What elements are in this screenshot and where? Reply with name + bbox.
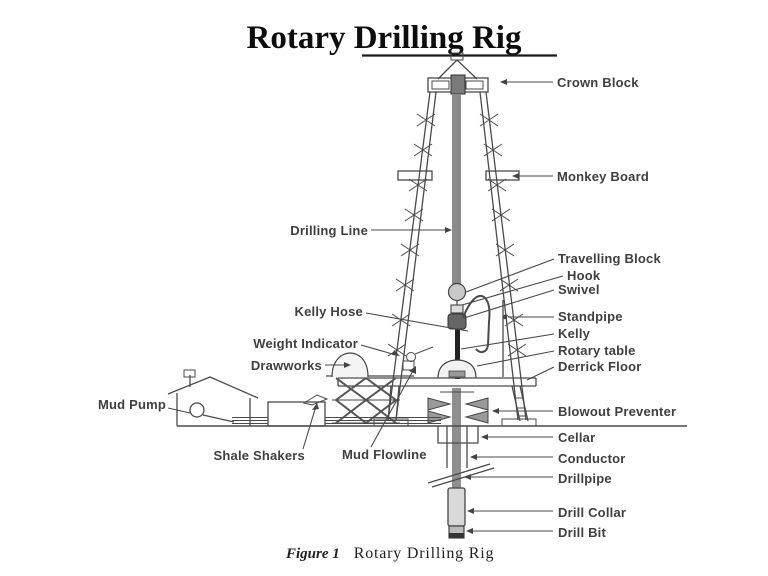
- label-rotary-table: Rotary table: [558, 343, 636, 358]
- label-drill-collar: Drill Collar: [558, 505, 627, 520]
- label-mud-pump: Mud Pump: [97, 397, 166, 412]
- label-drilling-line: Drilling Line: [290, 223, 368, 238]
- label-drill-bit: Drill Bit: [558, 525, 607, 540]
- crown-block-shape: [427, 74, 489, 95]
- standpipe-shape: [502, 300, 508, 377]
- drill-collar-shape: [447, 487, 466, 527]
- derrick-structure: [387, 91, 527, 421]
- kelly-hose-shape: [462, 295, 491, 354]
- label-weight-indicator: Weight Indicator: [253, 336, 358, 351]
- label-swivel: Swivel: [558, 282, 600, 297]
- leader-lines: [167, 79, 564, 534]
- drilling-line-bar: [452, 94, 461, 287]
- conductor-shape: [446, 426, 468, 468]
- hook-shape: [450, 300, 464, 314]
- derrick-floor-shape: [337, 377, 537, 387]
- drill-bit-shape: [448, 525, 465, 539]
- label-drawworks: Drawworks: [250, 358, 322, 373]
- label-conductor: Conductor: [558, 451, 626, 466]
- figure-caption-text: Rotary Drilling Rig: [353, 545, 495, 562]
- figure-caption-number: Figure 1: [286, 546, 340, 562]
- label-kelly-hose: Kelly Hose: [294, 304, 363, 319]
- label-crown-block: Crown Block: [557, 75, 639, 90]
- mud-line-pipes: [232, 417, 441, 424]
- shale-shaker-tank: [267, 394, 329, 427]
- mud-pump-circle: [189, 402, 205, 418]
- label-monkey-board: Monkey Board: [557, 169, 649, 184]
- rotary-table-shape: [437, 359, 477, 379]
- label-cellar: Cellar: [558, 430, 596, 445]
- slide-title: Rotary Drilling Rig: [246, 20, 522, 56]
- figure-caption: Figure 1 Rotary Drilling Rig: [286, 545, 494, 563]
- label-derrick-floor: Derrick Floor: [558, 359, 642, 374]
- kelly-shape: [455, 329, 460, 379]
- label-mud-flowline: Mud Flowline: [342, 447, 427, 462]
- label-drillpipe: Drillpipe: [558, 471, 612, 486]
- label-standpipe: Standpipe: [558, 309, 623, 324]
- label-hook: Hook: [567, 268, 601, 283]
- cellar-shape: [437, 426, 479, 444]
- mud-pump-house: [167, 369, 259, 426]
- travelling-block-shape: [447, 282, 467, 302]
- label-blowout-preventer: Blowout Preventer: [558, 404, 677, 419]
- break-symbol: [427, 463, 495, 488]
- weight-indicator-shape: [402, 346, 434, 371]
- label-travelling-block: Travelling Block: [558, 251, 661, 266]
- label-shale-shakers: Shale Shakers: [213, 448, 305, 463]
- wellbore-pipe: [452, 388, 461, 488]
- label-kelly: Kelly: [558, 326, 591, 341]
- gin-pole: [437, 52, 478, 80]
